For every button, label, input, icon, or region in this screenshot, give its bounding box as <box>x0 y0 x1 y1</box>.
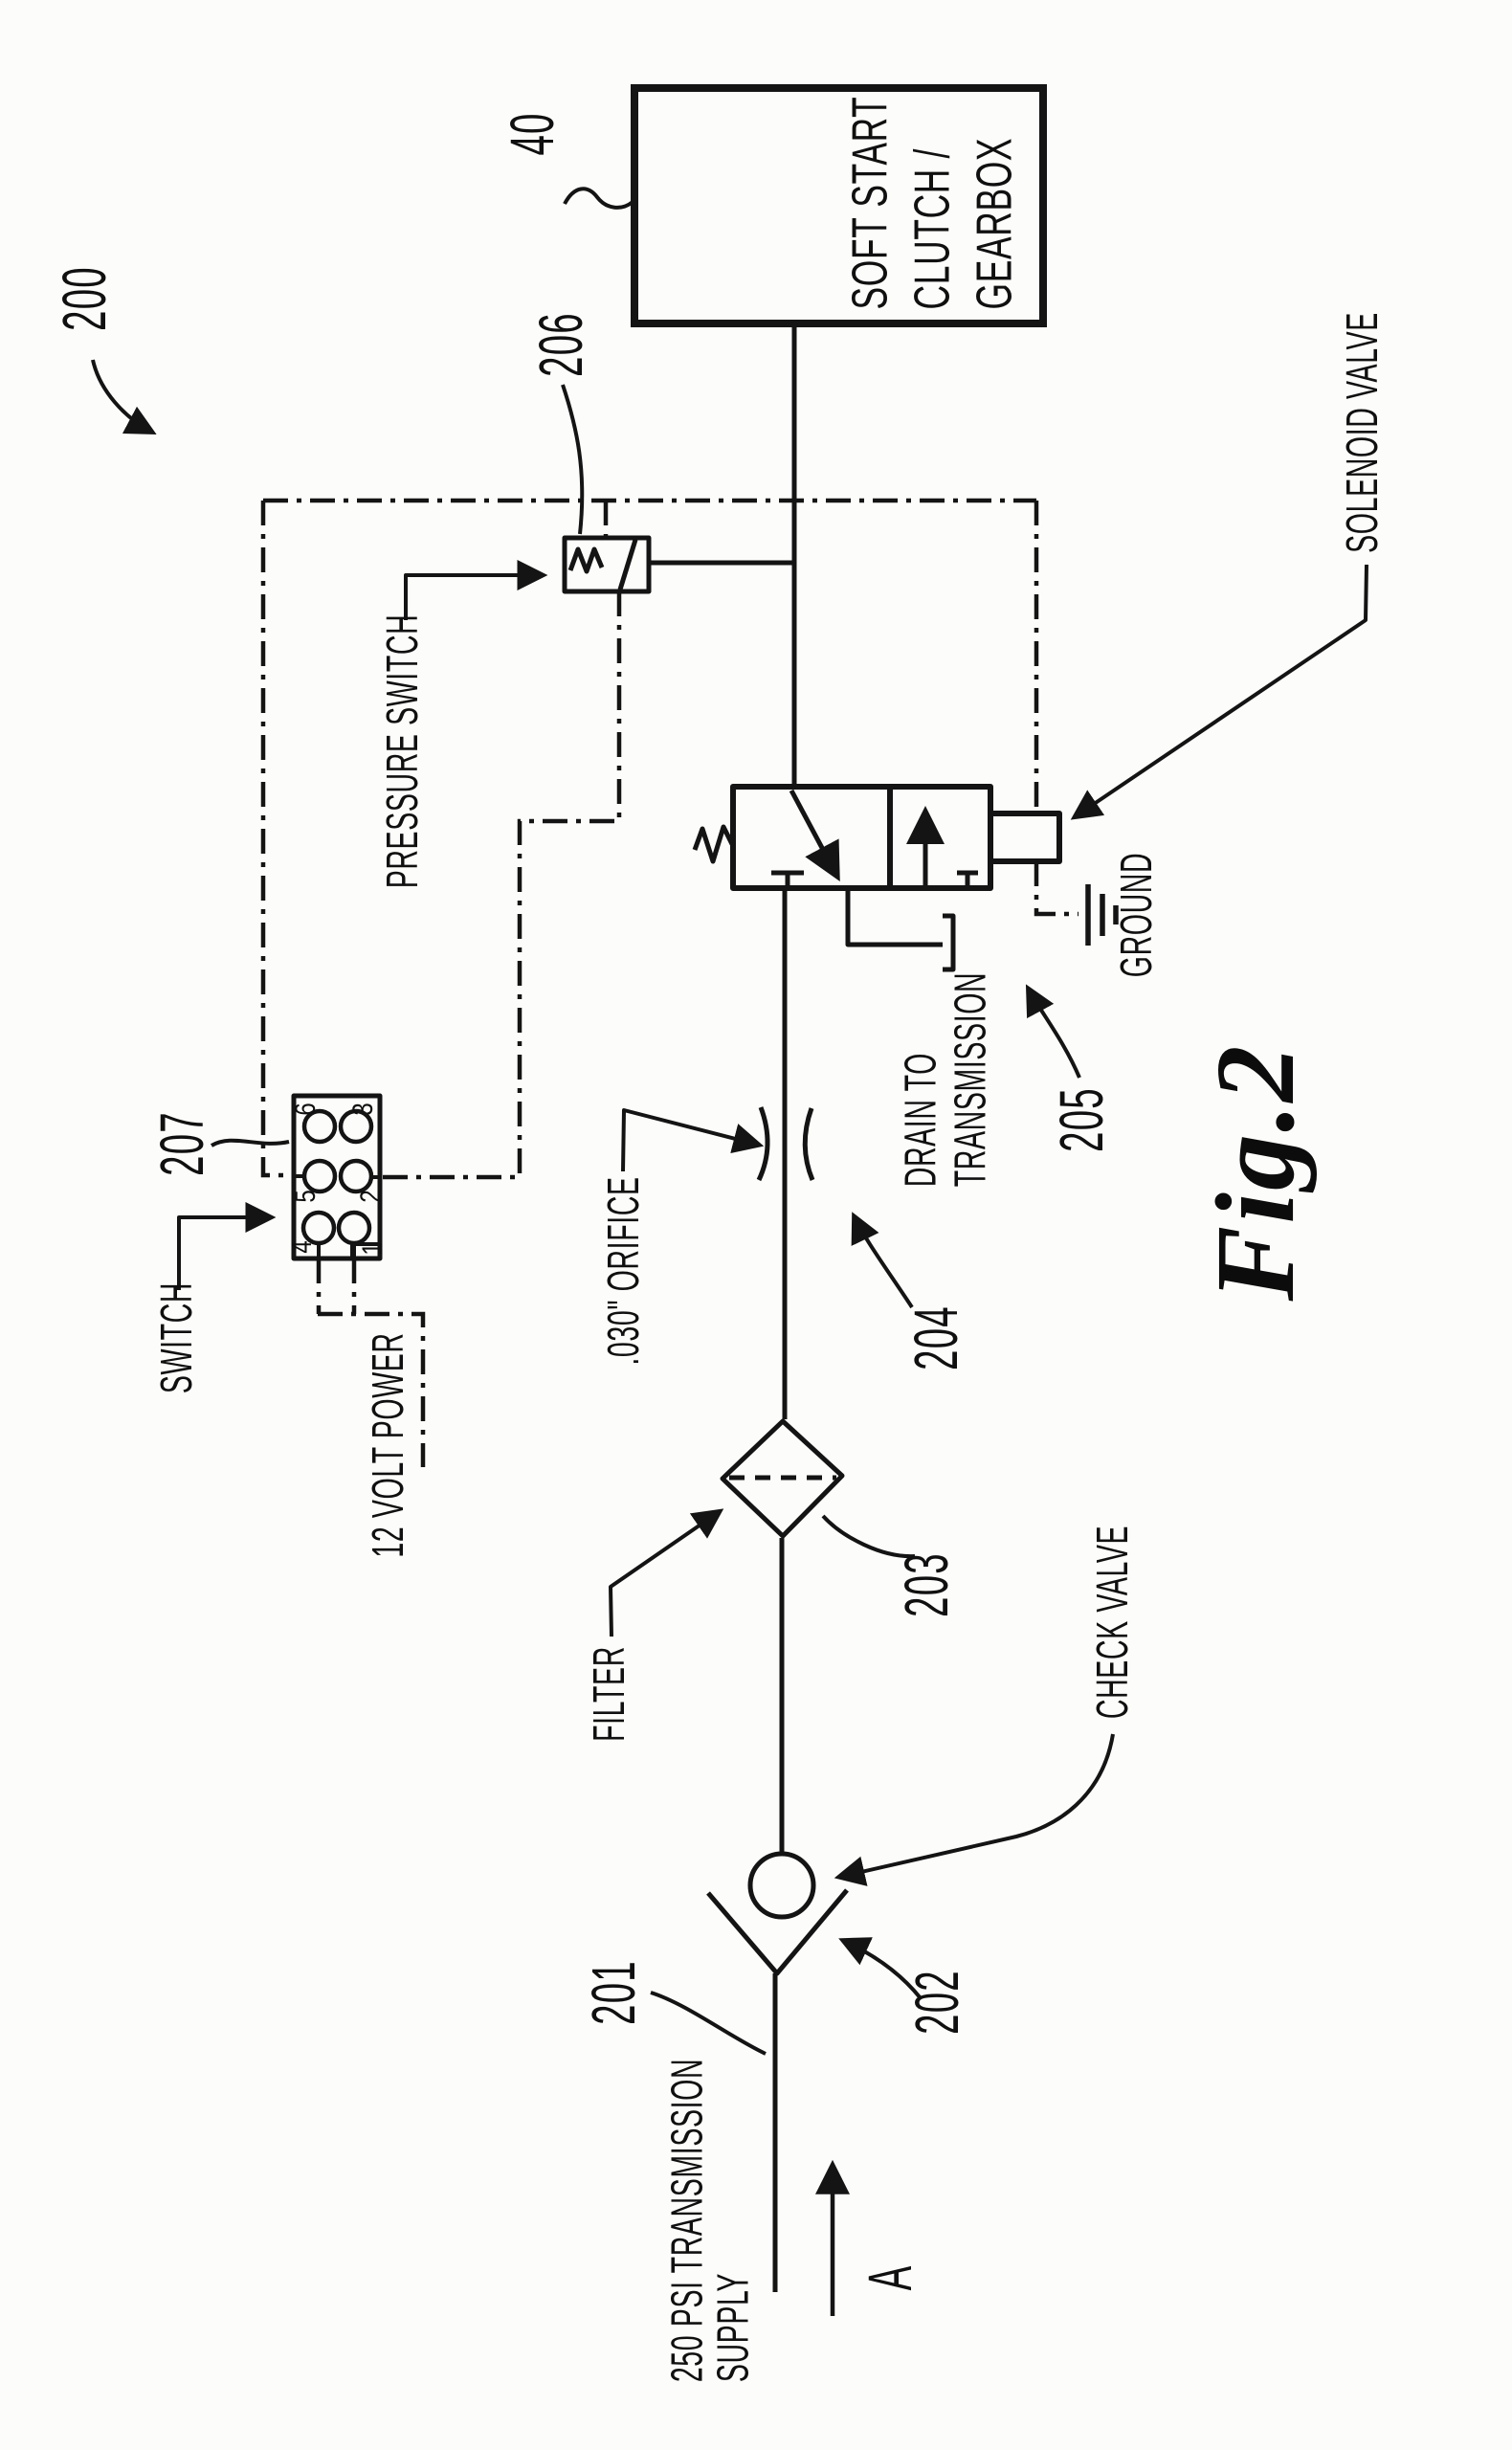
pin-label-6: 6 <box>290 1102 322 1116</box>
flow-marker-label: A <box>856 2264 924 2291</box>
switch-label: SWITCH <box>151 1281 202 1394</box>
pin-label-5: 5 <box>290 1190 322 1203</box>
pressure-switch-icon <box>562 535 652 594</box>
ground-label: GROUND <box>1111 852 1162 978</box>
leader-solenoid-valve <box>1070 564 1368 820</box>
leader-202 <box>838 1937 923 2000</box>
power-label: 12 VOLT POWER <box>363 1332 413 1558</box>
leader-206 <box>561 384 585 535</box>
electrical-wiring <box>260 498 1078 1467</box>
leader-filter <box>609 1508 724 1637</box>
leader-205 <box>1025 984 1081 1079</box>
leader-207 <box>210 1138 290 1147</box>
solenoid-coil-icon <box>988 811 1062 864</box>
filter-icon <box>720 1418 845 1539</box>
leader-orifice <box>621 1108 765 1172</box>
ref-205: 205 <box>1047 1087 1116 1152</box>
ref-200: 200 <box>50 266 119 331</box>
ground-icon <box>1085 884 1119 946</box>
solenoid-valve-label: SOLENOID VALVE <box>1337 312 1388 553</box>
leader-switch <box>177 1202 277 1290</box>
leader-203 <box>821 1514 916 1559</box>
supply-label: 250 PSI TRANSMISSION SUPPLY <box>661 2058 758 2383</box>
switch-spring-icon <box>567 546 605 574</box>
pin-label-4: 4 <box>286 1240 318 1254</box>
pin-label-2: 2 <box>355 1190 387 1203</box>
connector-switch-icon <box>291 1093 383 1261</box>
leader-200 <box>91 359 157 435</box>
drain-port-icon <box>943 913 956 972</box>
ref-204: 204 <box>901 1305 970 1370</box>
orifice-label: .030" ORIFICE <box>598 1176 649 1366</box>
ref-207: 207 <box>147 1111 216 1176</box>
supply-line <box>649 323 797 2292</box>
check-valve-label: CHECK VALVE <box>1087 1525 1138 1720</box>
leader-40 <box>563 187 634 210</box>
ref-206: 206 <box>526 312 595 377</box>
leader-204 <box>851 1212 914 1309</box>
pressure-switch-label: PRESSURE SWITCH <box>377 613 428 889</box>
ref-202: 202 <box>902 1970 971 2035</box>
orifice-icon <box>756 1106 815 1182</box>
gearbox-box <box>631 84 1047 327</box>
solenoid-valve-icon <box>692 784 1062 972</box>
pin-label-3: 3 <box>347 1102 379 1116</box>
leader-lines <box>91 187 1368 2056</box>
filter-label: FILTER <box>584 1646 634 1742</box>
gearbox-label: SOFT START CLUTCH / GEARBOX <box>842 96 1023 310</box>
ref-201: 201 <box>579 1960 648 2025</box>
figure-title: Fig.2 <box>1192 1043 1318 1302</box>
pin-label-1: 1 <box>357 1242 389 1256</box>
ref-40: 40 <box>498 112 567 156</box>
valve-spring-icon <box>692 824 736 864</box>
leader-pressure-switch <box>404 560 548 620</box>
leader-check-valve <box>834 1733 1115 1886</box>
check-valve-icon <box>706 1851 849 1976</box>
ref-203: 203 <box>892 1552 961 1617</box>
drain-line <box>845 888 943 947</box>
drain-label: DRAIN TO TRANSMISSION <box>895 971 994 1188</box>
leader-201 <box>650 1991 767 2056</box>
